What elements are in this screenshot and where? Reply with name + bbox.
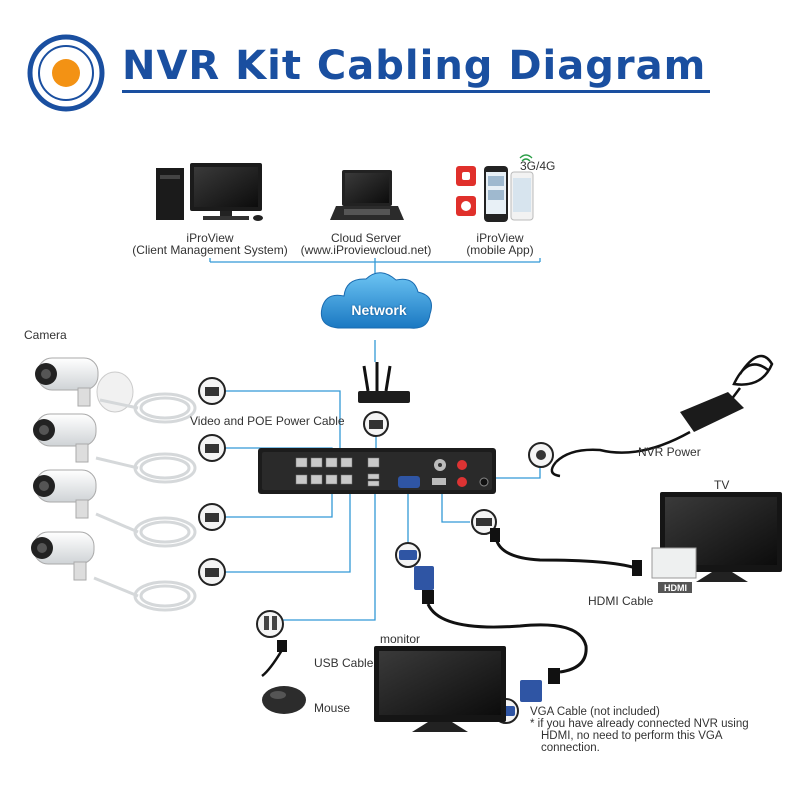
tv-label: TV [714, 479, 729, 492]
title-underline [122, 90, 710, 93]
vga-note-line-3: connection. [541, 742, 600, 754]
tv-icon [652, 492, 782, 593]
hdmi-cable-label: HDMI Cable [588, 595, 653, 608]
vga-cable-label: VGA Cable (not included) [530, 706, 660, 718]
network-cloud-icon [321, 273, 431, 328]
logo [30, 37, 102, 109]
router-icon [358, 362, 410, 403]
pc-sublabel: (Client Management System) [132, 244, 287, 257]
nvr-power-label: NVR Power [638, 446, 701, 459]
network-label: Network [351, 302, 406, 318]
camera-icon [33, 470, 96, 518]
coiled-cables [94, 394, 195, 610]
nvr-recorder-icon [258, 448, 496, 494]
cloud-server-sublabel: (www.iProviewcloud.net) [301, 244, 432, 257]
camera-icon [31, 532, 94, 580]
camera-icon [33, 414, 96, 462]
mouse-icon [262, 686, 306, 714]
laptop-icon [330, 170, 404, 220]
desktop-pc-icon [156, 163, 263, 221]
page-title: NVR Kit Cabling Diagram [122, 42, 706, 90]
video-poe-cable-label: Video and POE Power Cable [190, 415, 345, 428]
mobile-network-label: 3G/4G [520, 160, 555, 173]
vga-note-line-2: HDMI, no need to perform this VGA [541, 730, 723, 742]
monitor-icon [374, 646, 506, 732]
mobile-app-sublabel: (mobile App) [466, 244, 533, 257]
hdmi-tag: HDMI [664, 582, 687, 595]
usb-cable-label: USB Cable [314, 657, 373, 670]
monitor-label: monitor [380, 633, 420, 646]
camera-label: Camera [24, 329, 67, 342]
cameras [31, 358, 133, 580]
hdmi-cable-icon [490, 528, 642, 576]
usb-cable-icon [262, 640, 287, 676]
vga-note-line-1: * if you have already connected NVR usin… [530, 718, 749, 730]
mouse-label: Mouse [314, 702, 350, 715]
